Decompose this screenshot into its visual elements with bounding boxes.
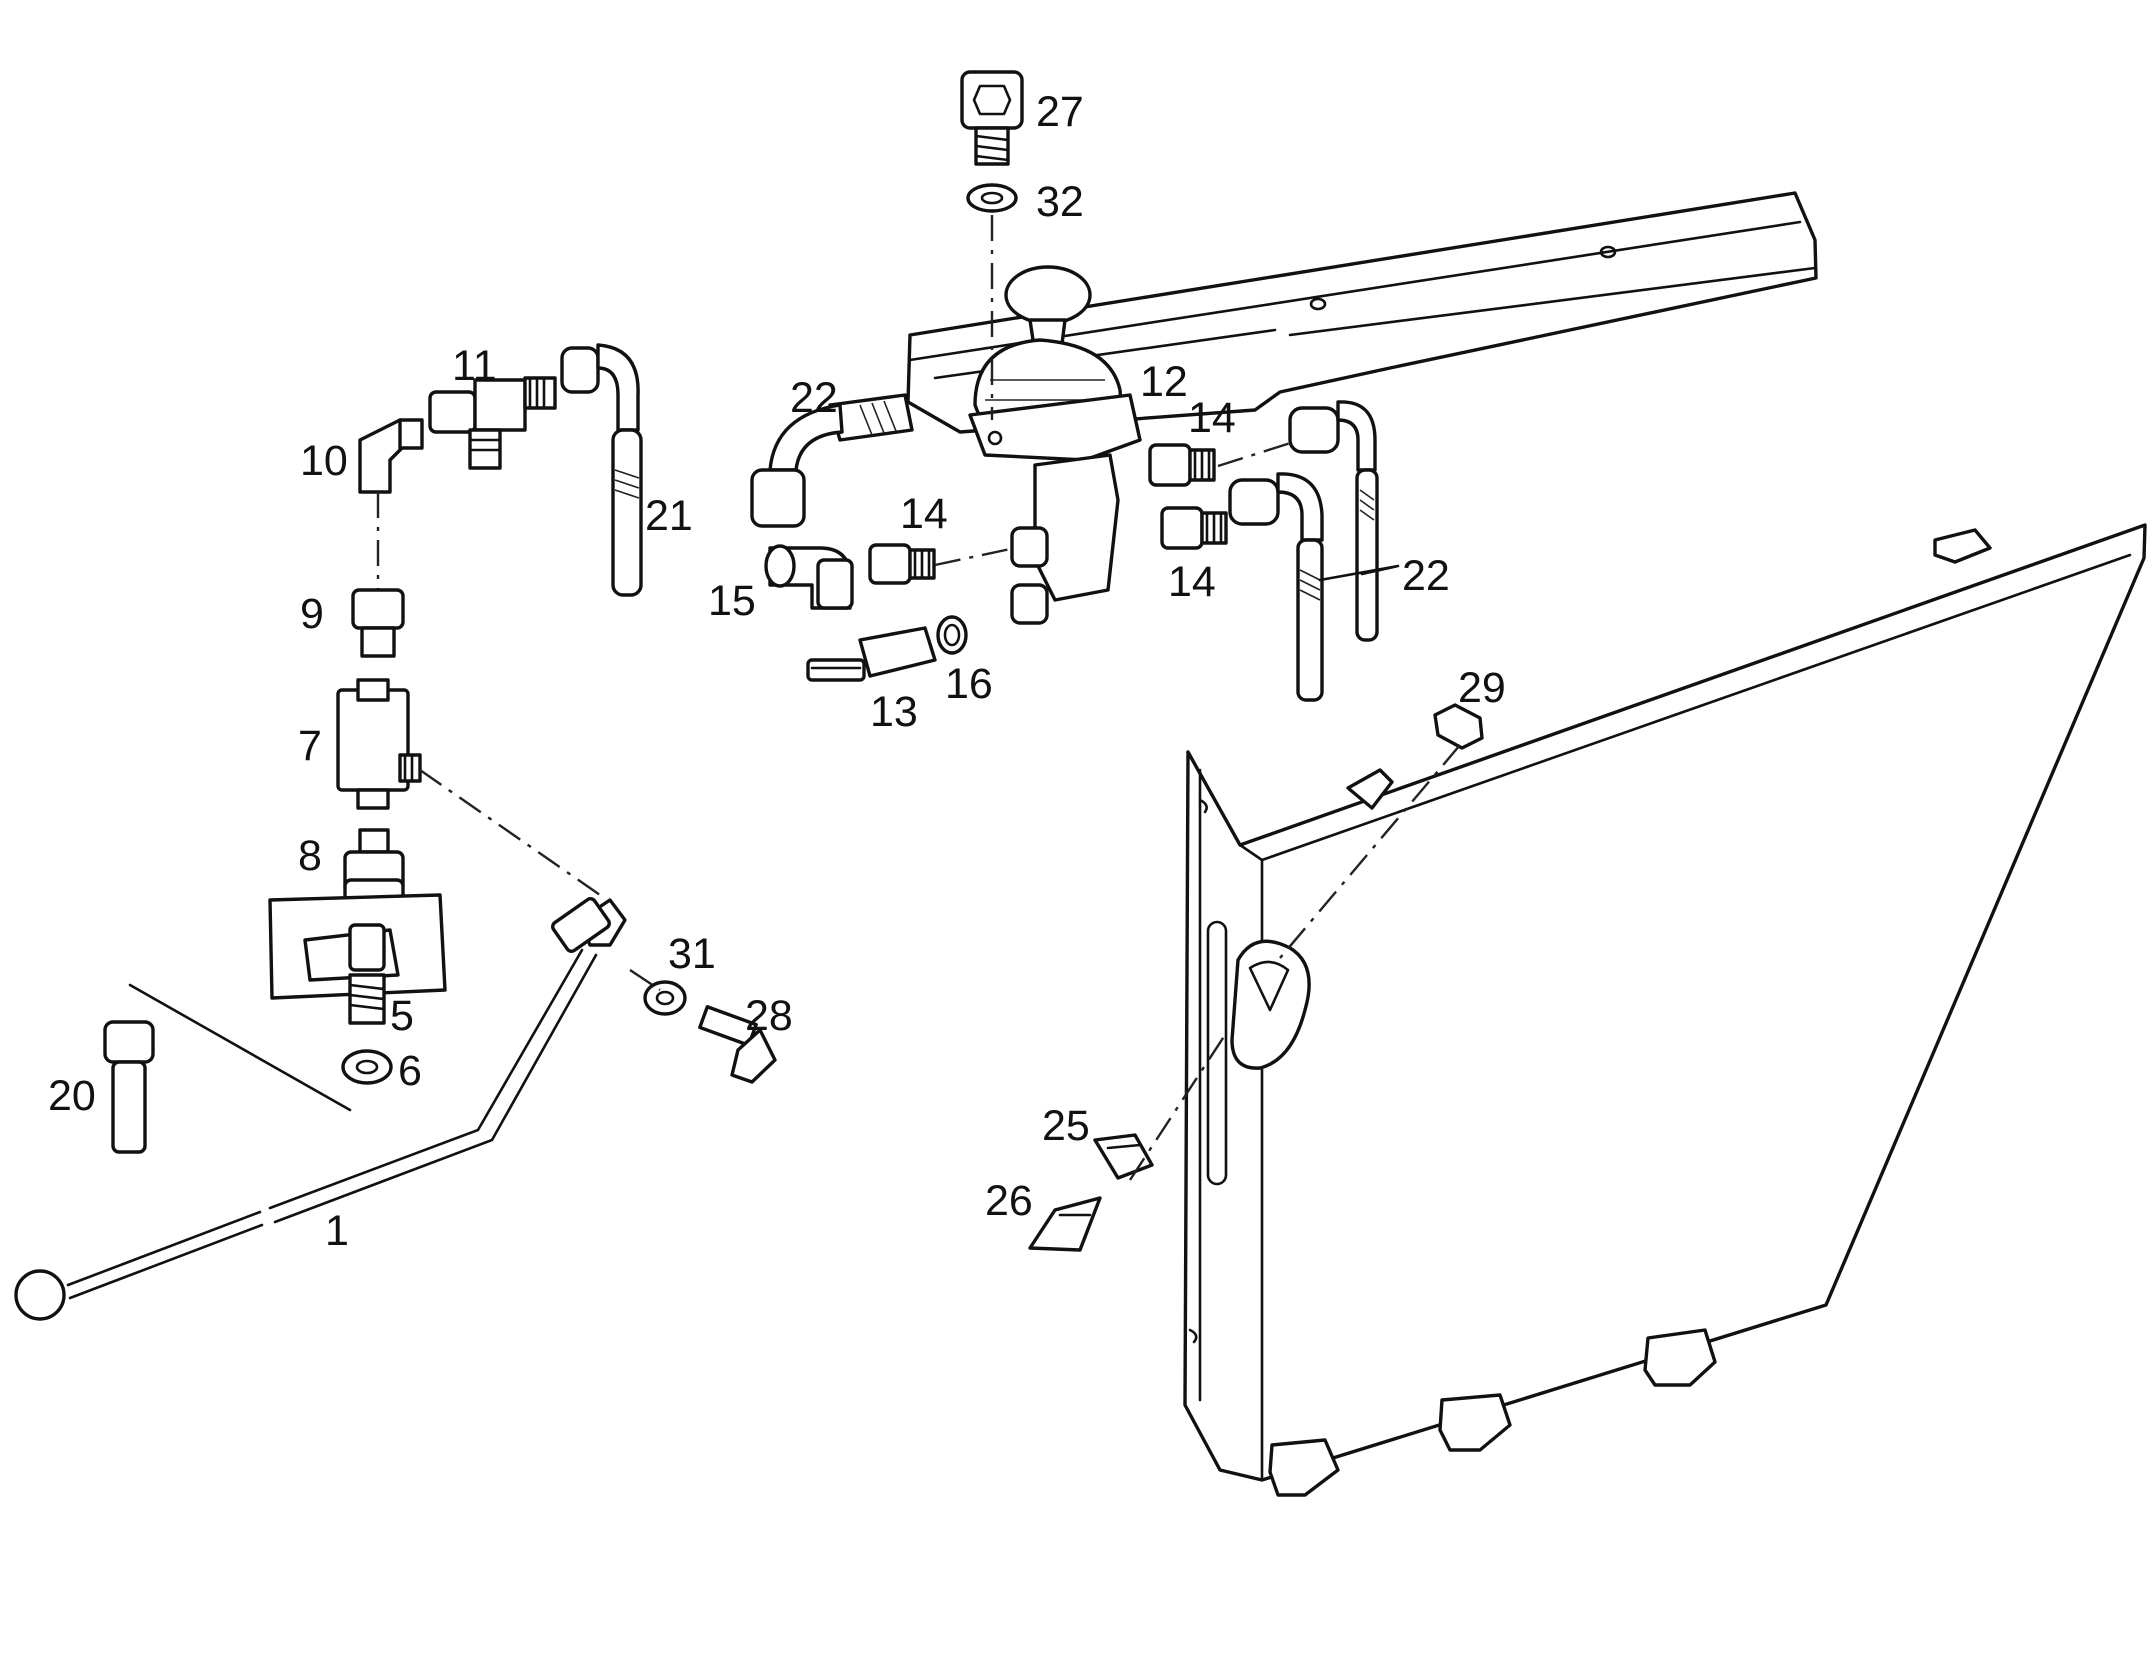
block-7 <box>336 678 422 810</box>
washer-31 <box>643 980 687 1016</box>
hose-21 <box>560 343 643 597</box>
callout-5: 5 <box>390 992 414 1040</box>
callout-22-right: 22 <box>1402 552 1450 600</box>
side-panel <box>1183 523 2147 1497</box>
screw-27 <box>960 70 1024 166</box>
callout-27: 27 <box>1036 88 1084 136</box>
callout-9: 9 <box>300 590 324 638</box>
callout-14-left: 14 <box>900 490 948 538</box>
clip-25 <box>1093 1133 1154 1180</box>
axis-line-31 <box>629 969 661 991</box>
callout-29: 29 <box>1458 664 1506 712</box>
axis-line-25 <box>1128 1034 1227 1181</box>
nut-6 <box>341 1049 393 1085</box>
callout-28: 28 <box>745 992 793 1040</box>
bolt-28 <box>698 1005 777 1084</box>
plate-fragment <box>268 893 447 1000</box>
callout-13: 13 <box>870 688 918 736</box>
washer-32 <box>966 183 1018 213</box>
elbow-10 <box>358 418 424 494</box>
nut-29 <box>1433 703 1484 750</box>
leader-20 <box>128 983 352 1112</box>
callout-12: 12 <box>1140 358 1188 406</box>
axis-line-7 <box>419 769 601 896</box>
tee-11 <box>428 376 557 470</box>
callout-labels: 1 5 6 7 8 9 10 11 12 13 14 14 14 15 16 2… <box>48 88 1506 1255</box>
stud-5 <box>348 973 386 1025</box>
callout-16: 16 <box>945 660 993 708</box>
hose-22-left <box>750 393 914 528</box>
ring-16 <box>936 615 968 655</box>
fitting-14-top <box>1148 443 1216 487</box>
screw-26 <box>1028 1196 1102 1252</box>
callout-1: 1 <box>325 1207 349 1255</box>
callout-14-mid: 14 <box>1168 558 1216 606</box>
callout-31: 31 <box>668 930 716 978</box>
axis-line-14a <box>1217 438 1301 468</box>
callout-25: 25 <box>1042 1102 1090 1150</box>
callout-10: 10 <box>300 437 348 485</box>
fitting-14-mid <box>1160 506 1228 550</box>
elbow-15 <box>764 544 854 610</box>
callout-20: 20 <box>48 1072 96 1120</box>
callout-22-left: 22 <box>790 374 838 422</box>
callout-11: 11 <box>452 342 497 390</box>
callout-14-top: 14 <box>1188 394 1236 442</box>
callout-7: 7 <box>298 722 322 770</box>
fitting-14-left <box>868 543 936 585</box>
callout-6: 6 <box>398 1047 422 1095</box>
nut-9 <box>351 588 405 658</box>
hand-brake-valve <box>968 265 1142 625</box>
callout-8: 8 <box>298 832 322 880</box>
callout-32: 32 <box>1036 178 1084 226</box>
axis-line-14b <box>934 546 1016 567</box>
callout-15: 15 <box>708 577 756 625</box>
leader-22-right <box>1318 564 1400 582</box>
sensor-13 <box>806 626 937 682</box>
callout-21: 21 <box>645 492 693 540</box>
lever-rod-1 <box>14 896 627 1321</box>
hose-22-right <box>1228 400 1379 702</box>
callout-26: 26 <box>985 1177 1033 1225</box>
fitting-20 <box>103 1020 155 1154</box>
